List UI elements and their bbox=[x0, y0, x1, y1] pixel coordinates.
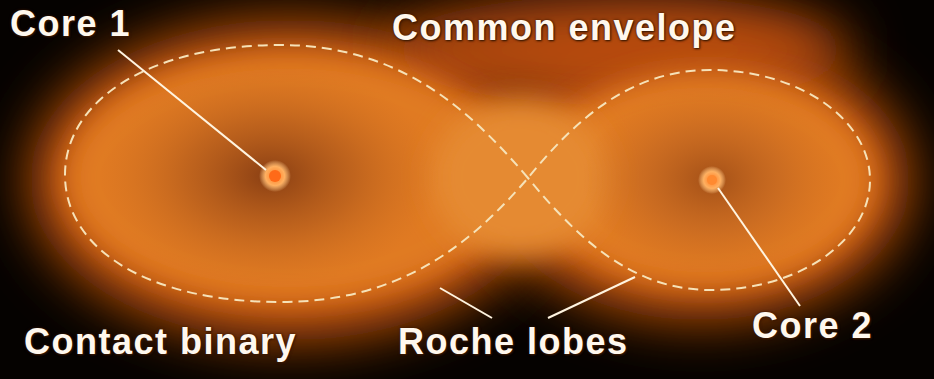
label-holder: Contact binary bbox=[24, 322, 297, 362]
stellar-cores bbox=[259, 160, 726, 194]
roche-lobes-outline bbox=[65, 45, 870, 302]
leader-lines bbox=[118, 50, 800, 318]
leader-line bbox=[118, 50, 266, 170]
leader-line bbox=[718, 188, 800, 306]
envelope-glow bbox=[30, 0, 910, 340]
part-label: Roche lobes bbox=[398, 321, 629, 362]
leader-line bbox=[548, 277, 635, 318]
leader-line bbox=[440, 288, 492, 318]
label-holder: Core 1 bbox=[10, 4, 131, 44]
label-holder: Core 2 bbox=[752, 306, 873, 346]
part-label: Core 1 bbox=[10, 3, 131, 44]
part-label: Core 2 bbox=[752, 305, 873, 346]
label-holder: Roche lobes bbox=[398, 322, 629, 362]
part-label: Contact binary bbox=[24, 321, 297, 362]
part-label: Common envelope bbox=[392, 7, 737, 48]
label-holder: Common envelope bbox=[392, 8, 737, 48]
